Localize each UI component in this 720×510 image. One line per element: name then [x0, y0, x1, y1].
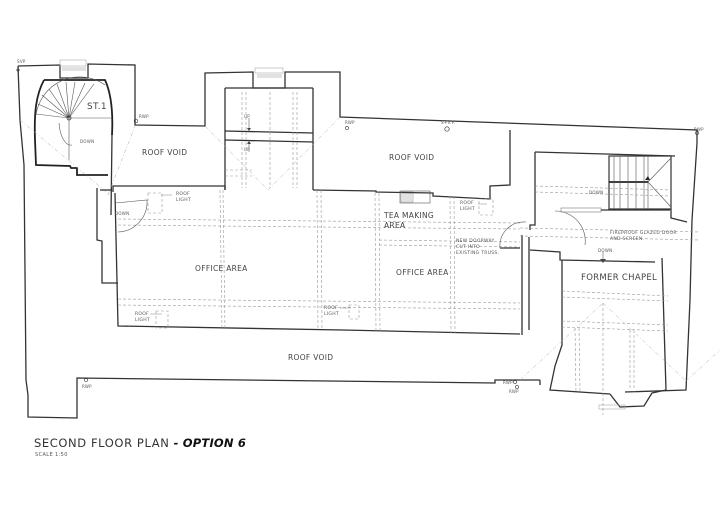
down-label-stair-2: DOWN	[589, 190, 604, 195]
rwp-label-3: RWP	[82, 384, 92, 389]
up-label-2: UP	[244, 147, 250, 152]
outer-walls	[17, 63, 698, 419]
stair-1-label: ST.1	[87, 102, 107, 112]
fireproof-line1: FIREPROOF GLAZED DOOR	[610, 231, 677, 236]
down-label-chapel: DOWN	[598, 248, 613, 253]
drawing-title-main: SECOND FLOOR PLAN	[34, 436, 170, 450]
stair-1	[19, 59, 136, 216]
office-area-right-label: OFFICE AREA	[396, 268, 449, 277]
roof-light-1-line2: LIGHT	[176, 198, 191, 203]
new-doorway-note: NEW DOORWAY CUT INTO EXISTING TRUSS.	[456, 239, 499, 257]
new-doorway-line3: EXISTING TRUSS.	[456, 251, 500, 256]
roof-light-1-line1: ROOF	[176, 192, 190, 197]
fireproof-door-note: FIREPROOF GLAZED DOOR AND SCREEN.	[610, 231, 677, 243]
truss-grid	[117, 189, 701, 334]
down-label-stair-1: DOWN	[80, 139, 95, 144]
roof-light-label-3: ROOF LIGHT	[324, 306, 339, 318]
drawing-title: SECOND FLOOR PLAN - OPTION 6	[34, 436, 246, 450]
drawing-scale: SCALE 1:50	[35, 452, 68, 458]
drawing-title-separator: -	[169, 436, 183, 450]
down-label-office: DOWN	[115, 211, 130, 216]
tea-making-area-line1: TEA MAKING	[384, 211, 434, 220]
rwp-label-2: RWP	[345, 120, 355, 125]
office-area-left-label: OFFICE AREA	[195, 264, 248, 273]
roof-light-2-line2: LIGHT	[135, 318, 150, 323]
roof-light-3-line2: LIGHT	[324, 312, 339, 317]
roof-light-label-2: ROOF LIGHT	[135, 312, 150, 324]
former-chapel	[519, 249, 687, 415]
roof-light-label-4: ROOF LIGHT	[460, 201, 475, 213]
svp-label: S+V.P.	[441, 120, 456, 125]
tea-making-area-line2: AREA	[384, 221, 406, 230]
tea-making-area-label: TEA MAKING AREA	[384, 211, 434, 231]
drawing-option: OPTION 6	[182, 436, 247, 450]
roof-void-upper-center-label: ROOF VOID	[389, 153, 435, 162]
roof-light-3-line1: ROOF	[324, 306, 338, 311]
roof-lights	[147, 192, 494, 329]
new-doorway-line1: NEW DOORWAY	[456, 239, 495, 244]
rwp-label-5: RWP	[509, 389, 519, 394]
up-label-1: UP	[244, 114, 250, 119]
rwp-label-1: RWP	[139, 114, 149, 119]
roof-light-2-line1: ROOF	[135, 312, 149, 317]
roof-void-lower-label: ROOF VOID	[288, 353, 334, 362]
roof-light-4-line2: LIGHT	[460, 207, 475, 212]
sink-unit	[399, 190, 431, 204]
svp-top-left-label: SVP	[17, 59, 26, 64]
roof-light-label-1: ROOF LIGHT	[176, 192, 191, 204]
office-walls	[96, 130, 676, 335]
stair-2	[534, 155, 688, 223]
roof-light-4-line1: ROOF	[460, 201, 474, 206]
doors	[114, 199, 670, 249]
rwp-right-label: RWP	[694, 127, 704, 132]
former-chapel-label: FORMER CHAPEL	[581, 273, 658, 283]
drainage-markers	[16, 68, 720, 389]
rwp-label-4: RWP	[503, 380, 513, 385]
new-doorway-line2: CUT INTO	[456, 245, 480, 250]
roof-void-upper-left-label: ROOF VOID	[142, 148, 188, 157]
fireproof-line2: AND SCREEN.	[610, 237, 645, 242]
central-hatch-block	[204, 67, 341, 191]
